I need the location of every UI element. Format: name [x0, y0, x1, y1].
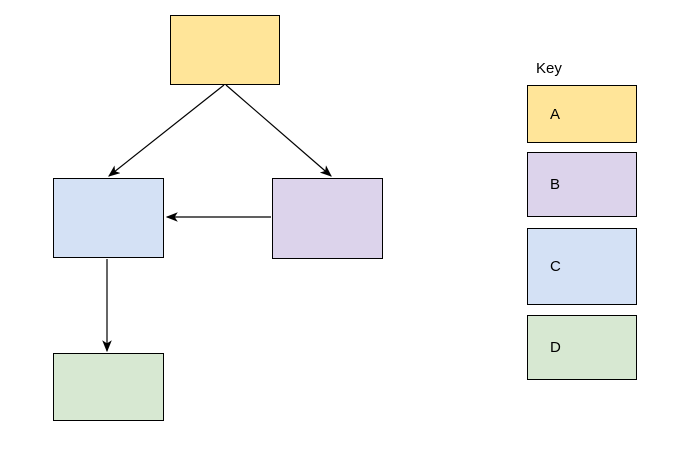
- key-item-d[interactable]: D: [527, 315, 637, 380]
- flow-node-n1[interactable]: [170, 15, 280, 85]
- flow-node-n2[interactable]: [53, 178, 164, 258]
- flow-node-n3[interactable]: [272, 178, 383, 259]
- key-item-label: D: [550, 339, 561, 356]
- key-item-c[interactable]: C: [527, 228, 637, 305]
- key-item-a[interactable]: A: [527, 85, 637, 143]
- flow-edge-n1-to-n2[interactable]: [108, 84, 225, 177]
- key-title: Key: [536, 60, 562, 77]
- key-item-label: C: [550, 258, 561, 275]
- key-item-b[interactable]: B: [527, 152, 637, 217]
- key-item-label: A: [550, 105, 561, 123]
- key-item-label: B: [550, 176, 561, 193]
- flow-node-n4[interactable]: [53, 353, 164, 421]
- flow-edge-n1-to-n3[interactable]: [225, 84, 332, 177]
